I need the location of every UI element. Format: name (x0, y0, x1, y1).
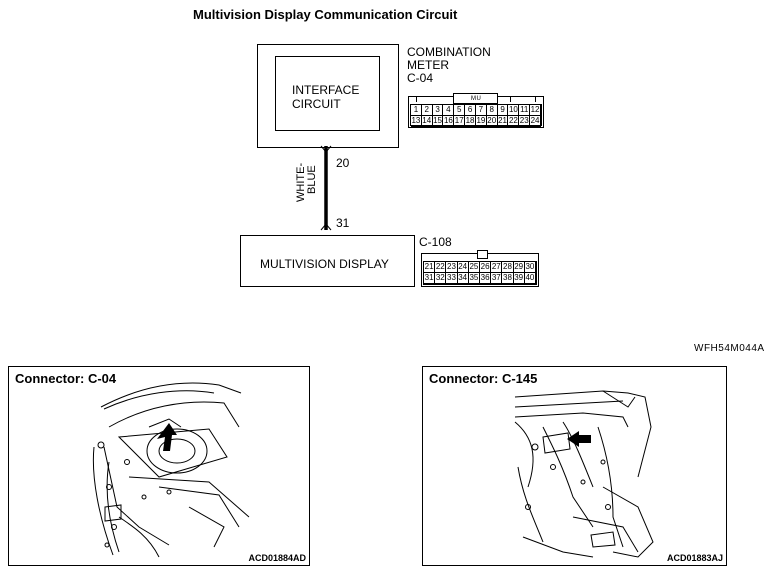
connector-pin: 23 (519, 116, 531, 127)
panel-code: ACD01883AJ (666, 553, 723, 563)
wire-color-line2: BLUE (306, 165, 318, 194)
dashboard-illustration-c145 (514, 390, 654, 558)
connector-pin: 9 (497, 105, 509, 116)
combination-meter-label-line2: METER (407, 58, 449, 72)
connector-pin: 11 (519, 105, 531, 116)
connector-pin: 14 (421, 116, 433, 127)
connector-pin: 34 (457, 273, 469, 284)
diagram-title: Multivision Display Communication Circui… (193, 7, 458, 22)
connector-pin: 13 (411, 116, 422, 127)
connector-pin: 22 (435, 262, 447, 273)
multivision-display-box (240, 235, 415, 287)
connector-pin: 15 (432, 116, 444, 127)
display-connector-id: C-108 (419, 235, 452, 249)
connector-pin: 18 (465, 116, 476, 127)
connector-pin: 1 (411, 105, 422, 116)
connector-pin: 5 (454, 105, 466, 116)
connector-pin: 36 (479, 273, 492, 284)
connector-panel-c04: Connector: C-04 ACD0188 (8, 366, 310, 566)
connector-pin: 24 (457, 262, 469, 273)
connector-pin: 17 (454, 116, 466, 127)
connector-pin: 20 (486, 116, 498, 127)
connector-pin: 33 (446, 273, 458, 284)
interface-label-line2: CIRCUIT (292, 97, 341, 111)
wire-pin-bottom: 31 (336, 216, 350, 230)
connector-pin: 4 (443, 105, 455, 116)
wire-color-label: WHITE- BLUE (295, 142, 318, 202)
connector-pin: 22 (508, 116, 520, 127)
combination-meter-label-line1: COMBINATION (407, 45, 491, 59)
interface-label-line1: INTERFACE (292, 83, 360, 97)
connector-pin: 40 (524, 273, 536, 284)
connector-pin: 3 (432, 105, 444, 116)
wire-pin-top: 20 (336, 156, 350, 170)
connector-pin: 2 (421, 105, 433, 116)
connector-pin: 23 (446, 262, 458, 273)
connector-pin: 29 (513, 262, 525, 273)
connector-pin: 21 (424, 262, 436, 273)
connector-pin: 39 (513, 273, 525, 284)
panel-title: Connector: C-145 (429, 371, 538, 386)
dashboard-illustration-c04 (92, 382, 250, 558)
connector-pin: 32 (435, 273, 447, 284)
panel-code: ACD01884AD (248, 553, 306, 563)
connector-pin: 24 (530, 116, 541, 127)
connector-panel-c145: Connector: C-145 ACD01883AJ (422, 366, 727, 566)
connector-pin: 35 (468, 273, 480, 284)
panel-title: Connector: C-04 (15, 371, 117, 386)
connector-pin: 31 (424, 273, 436, 284)
connector-pin: 27 (491, 262, 503, 273)
connector-pin: 7 (475, 105, 487, 116)
meter-connector-id: C-04 (407, 71, 434, 85)
connector-pin: 21 (497, 116, 509, 127)
connector-pin: 30 (524, 262, 536, 273)
connector-pin: 28 (502, 262, 514, 273)
connector-pin: 26 (479, 262, 492, 273)
connector-pin: 6 (465, 105, 476, 116)
connector-pin: 8 (486, 105, 498, 116)
figure-code: WFH54M044A (694, 343, 765, 354)
interface-circuit-box (275, 56, 380, 131)
connector-pin: 12 (530, 105, 541, 116)
connector-pin: 25 (468, 262, 480, 273)
multivision-display-label: MULTIVISION DISPLAY (260, 257, 389, 271)
connector-pin: 19 (475, 116, 487, 127)
connector-pin: 10 (508, 105, 520, 116)
meter-connector-tag: MU (471, 96, 482, 102)
connector-pin: 38 (502, 273, 514, 284)
connector-pin: 16 (443, 116, 455, 127)
wire-white-blue (320, 145, 332, 231)
display-connector-outline (421, 250, 539, 287)
connector-pin: 37 (491, 273, 503, 284)
meter-connector-outline (408, 93, 544, 128)
